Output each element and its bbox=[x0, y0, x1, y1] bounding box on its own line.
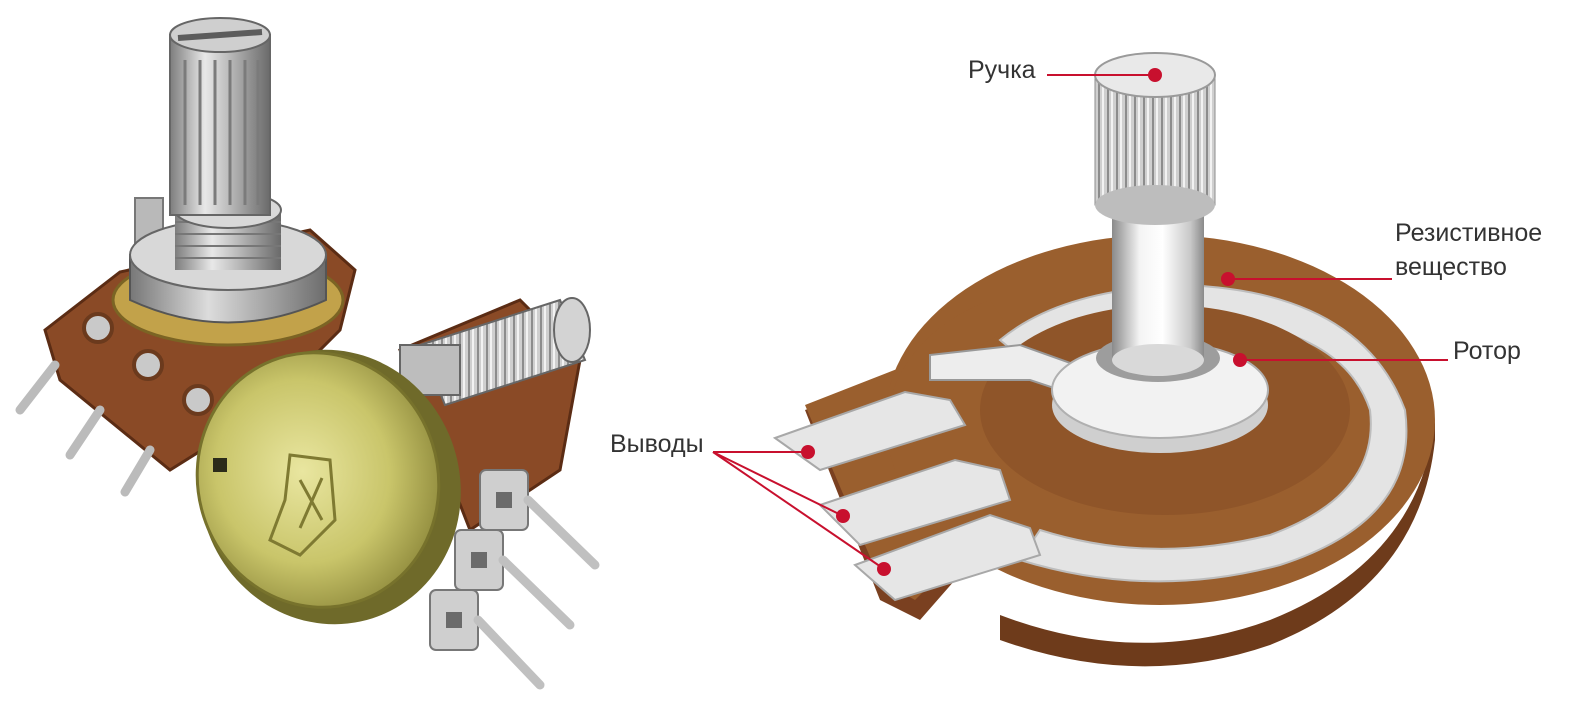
shaft-back bbox=[169, 34, 271, 216]
shaft-slot bbox=[177, 29, 263, 41]
label-rotor: Ротор bbox=[1453, 337, 1521, 365]
callout-dot-rotor bbox=[1233, 353, 1247, 367]
cap-notch bbox=[213, 458, 227, 472]
callout-line-terminal-3 bbox=[712, 451, 885, 570]
terminal-strips bbox=[772, 390, 1042, 602]
front-terminals bbox=[429, 469, 600, 690]
cap-emblem bbox=[268, 453, 337, 557]
label-resistive-line1: Резистивное bbox=[1395, 219, 1542, 247]
callout-line-terminal-2 bbox=[712, 451, 844, 517]
terminal-pin bbox=[65, 405, 105, 460]
label-knob: Ручка bbox=[968, 56, 1036, 84]
callout-dot-knob bbox=[1148, 68, 1162, 82]
callout-dot-terminal-3 bbox=[877, 562, 891, 576]
shaft-front-end bbox=[553, 297, 591, 363]
potentiometer-photo bbox=[15, 17, 600, 690]
solder-pad bbox=[132, 349, 164, 381]
potentiometer-cutaway-diagram bbox=[772, 52, 1435, 667]
label-terminals: Выводы bbox=[610, 430, 704, 458]
callout-dot-terminal-2 bbox=[836, 509, 850, 523]
callouts bbox=[712, 74, 1448, 570]
callout-dot-terminal-1 bbox=[801, 445, 815, 459]
terminal-pin bbox=[15, 360, 60, 415]
solder-pad bbox=[182, 384, 214, 416]
callout-dot-resistive bbox=[1221, 272, 1235, 286]
terminal-pin bbox=[120, 445, 155, 497]
base-side bbox=[1000, 420, 1435, 667]
solder-pad bbox=[82, 312, 114, 344]
label-resistive-line2: вещество bbox=[1395, 253, 1507, 281]
metal-cap bbox=[195, 351, 441, 609]
